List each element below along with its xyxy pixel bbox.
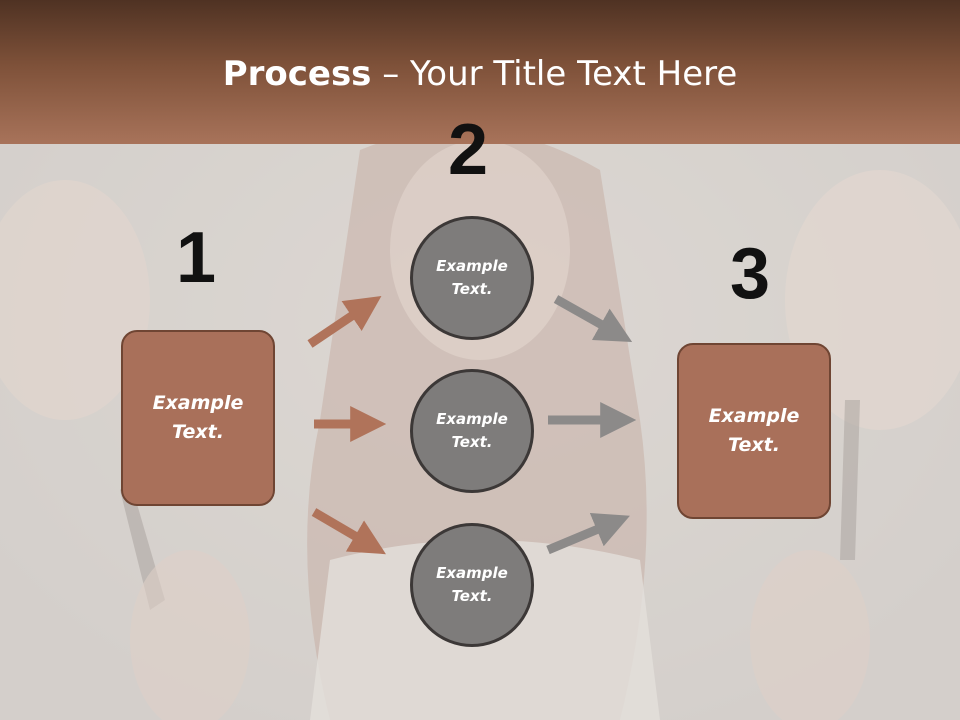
title-bold: Process (222, 54, 372, 94)
step-number-2: 2 (448, 110, 489, 190)
step-3-box: Example Text. (677, 343, 831, 519)
step-3-box-text: Example Text. (708, 405, 800, 456)
step-1-box-text: Example Text. (152, 392, 244, 443)
step-2-circle-top: Example Text. (410, 216, 534, 340)
arrow-left-to-bottom (311, 508, 386, 555)
arrow-top-to-right (553, 295, 633, 342)
title-rest: – Your Title Text Here (371, 54, 738, 94)
header-band (0, 0, 960, 144)
step-2-circle-middle: Example Text. (410, 369, 534, 493)
arrow-bottom-to-right (546, 513, 630, 555)
circle-top-text: Example Text. (436, 257, 508, 298)
slide-title: Process – Your Title Text Here (0, 52, 960, 96)
arrow-left-to-top (307, 295, 382, 348)
step-2-circle-bottom: Example Text. (410, 523, 534, 647)
circle-middle-text: Example Text. (436, 410, 508, 451)
circle-bottom-text: Example Text. (436, 564, 508, 605)
step-number-3: 3 (730, 234, 771, 314)
step-1-box: Example Text. (121, 330, 275, 506)
step-number-1: 1 (176, 218, 217, 298)
